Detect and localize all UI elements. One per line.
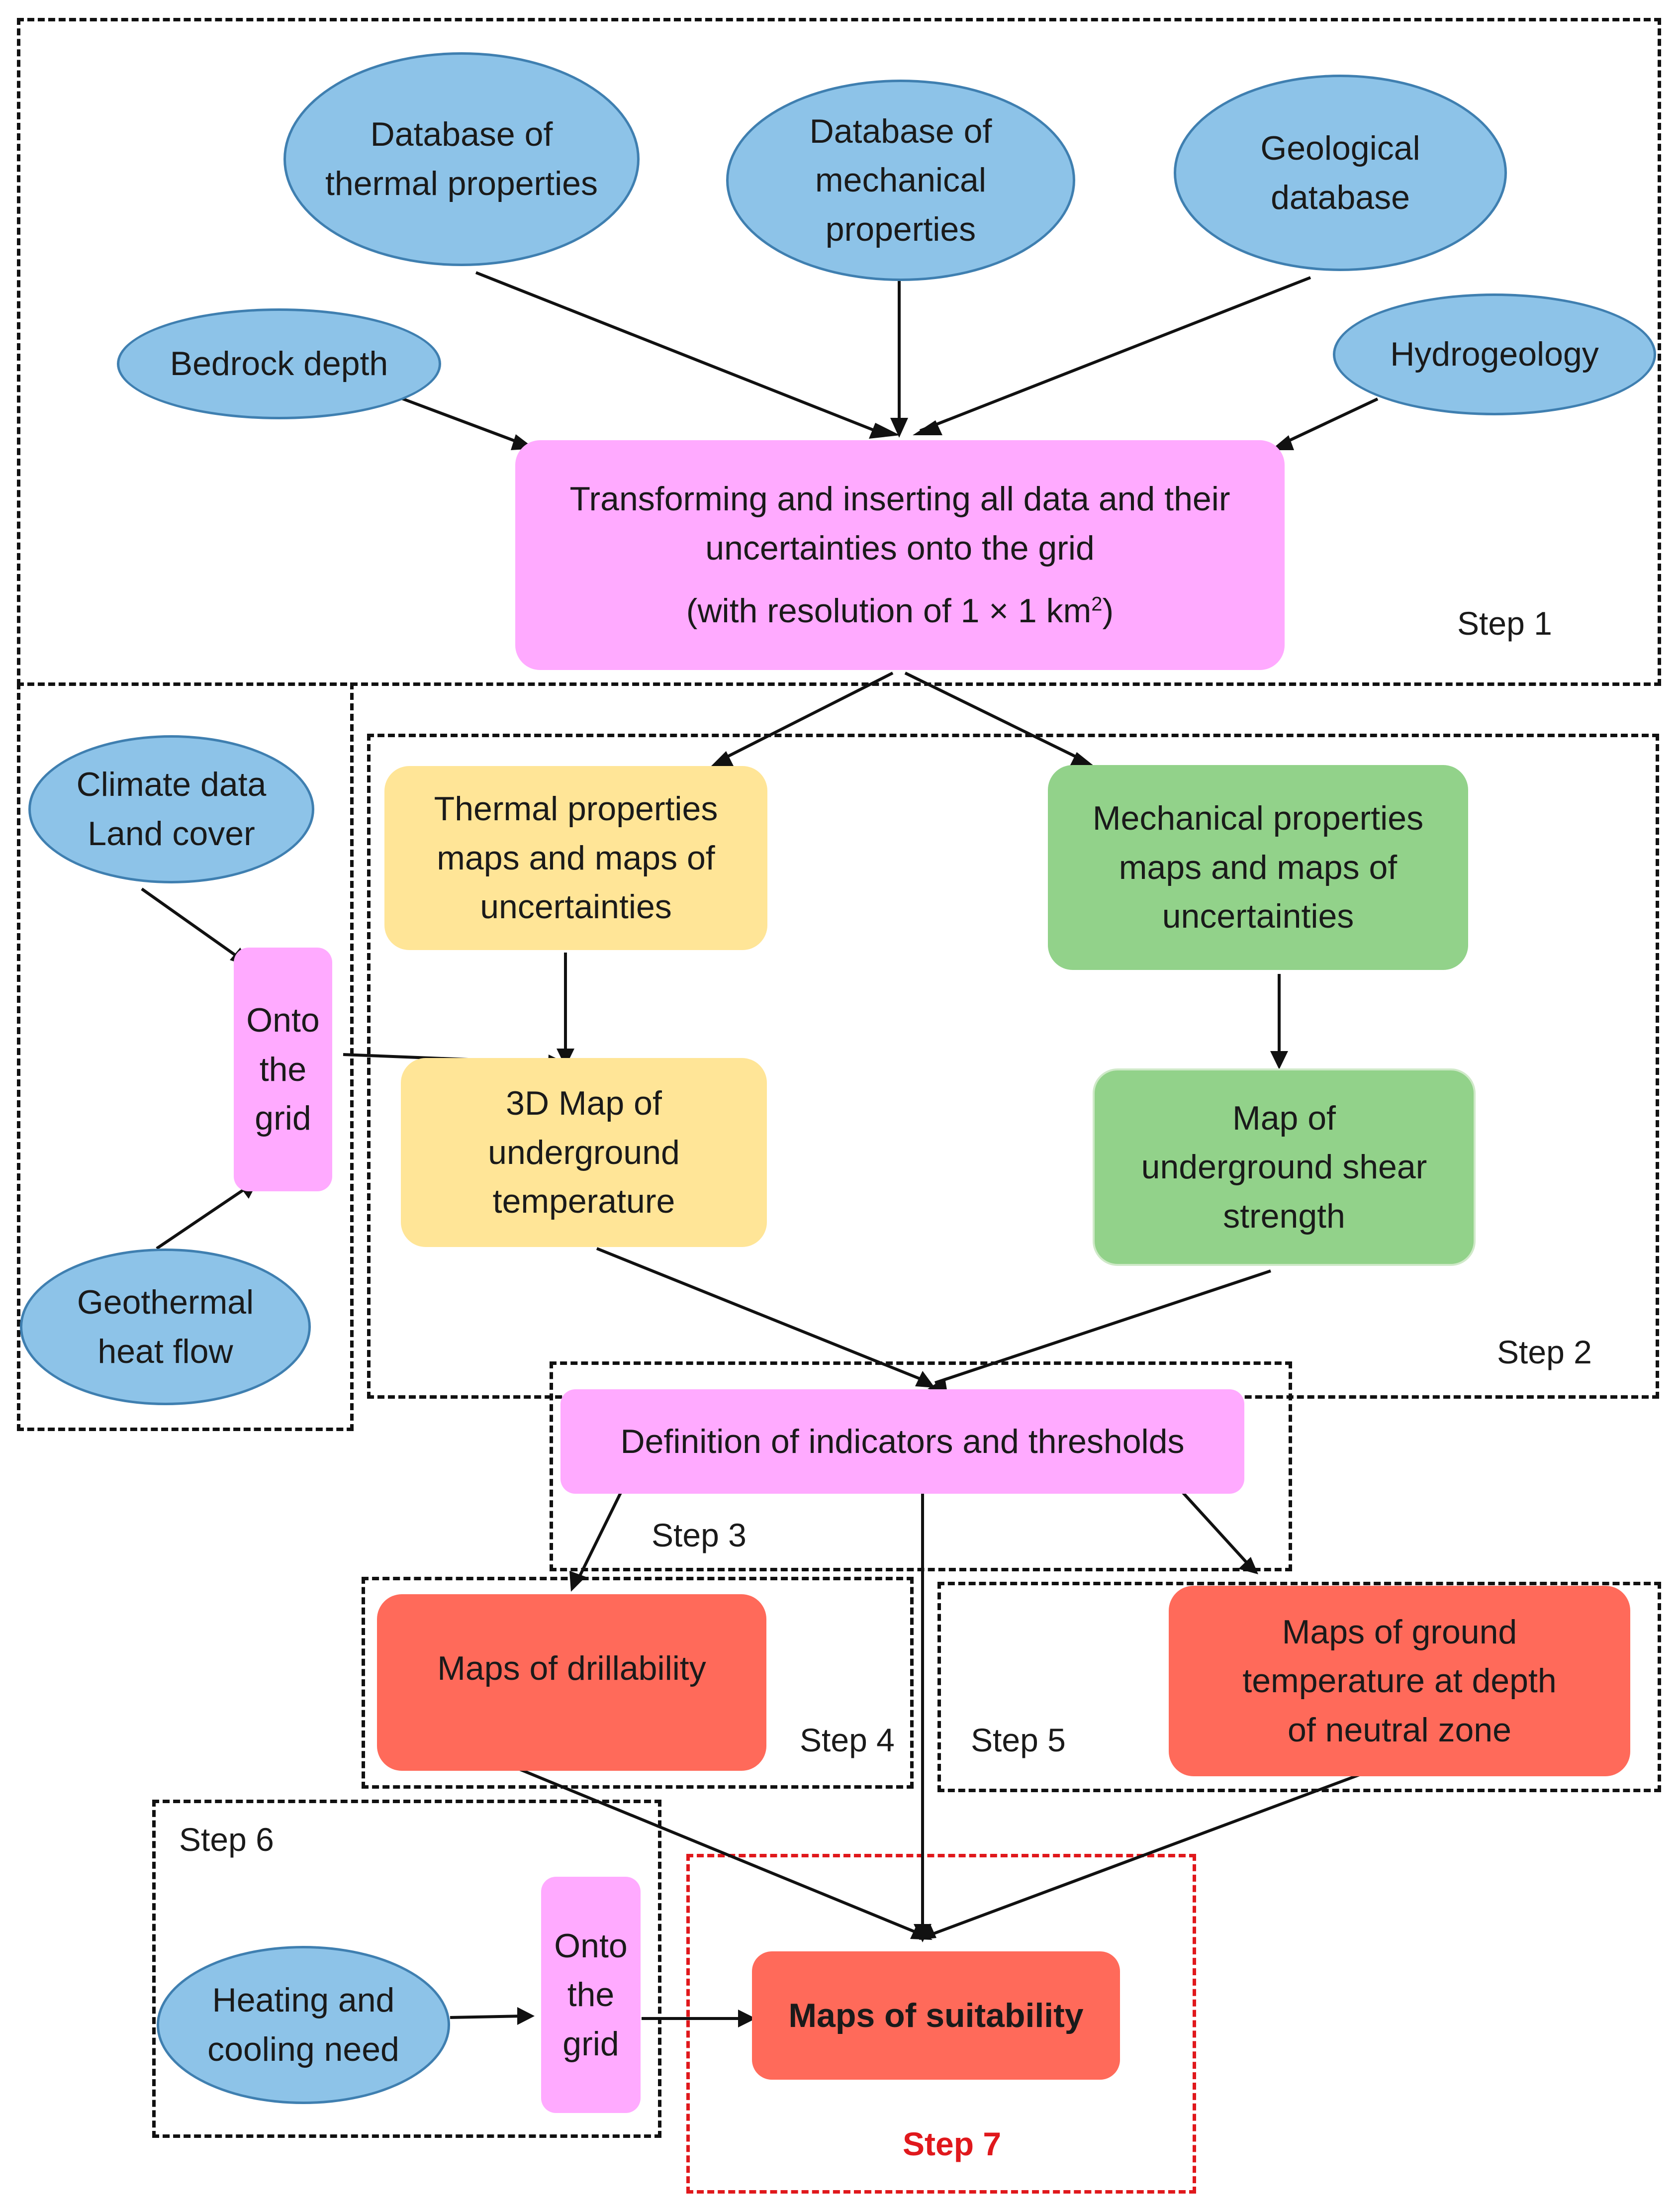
underground-temperature-3d-map: 3D Map of underground temperature <box>401 1058 767 1247</box>
underground-shear-strength-map: Map of underground shear strength <box>1093 1068 1476 1266</box>
onto-grid-bottom: Onto the grid <box>541 1877 641 2113</box>
transform-line-2: uncertainties onto the grid <box>705 529 1095 567</box>
step-5-label: Step 5 <box>971 1722 1066 1758</box>
thermal-properties-database: Database of thermal properties <box>283 52 640 266</box>
transform-resolution: (with resolution of 1 × 1 km <box>686 592 1092 630</box>
step-3-label: Step 3 <box>652 1517 747 1553</box>
transform-onto-grid-box: Transforming and inserting all data and … <box>515 440 1285 670</box>
step4-boundary <box>362 1577 914 1789</box>
onto-grid-left: Onto the grid <box>234 948 332 1191</box>
climate-area-boundary <box>17 682 354 1431</box>
bedrock-depth: Bedrock depth <box>117 308 441 419</box>
step7-boundary <box>686 1854 1196 2194</box>
step-2-label: Step 2 <box>1497 1334 1592 1370</box>
indicators-thresholds: Definition of indicators and thresholds <box>560 1389 1244 1494</box>
suitability-maps: Maps of suitability <box>752 1951 1120 2080</box>
step1-boundary <box>17 18 1661 686</box>
climate-landcover: Climate data Land cover <box>28 735 314 883</box>
hydrogeology: Hydrogeology <box>1333 293 1656 415</box>
step3-boundary <box>550 1361 1292 1571</box>
heating-cooling-need: Heating and cooling need <box>157 1946 450 2104</box>
transform-close-paren: ) <box>1102 592 1114 630</box>
mechanical-properties-maps: Mechanical properties maps and maps of u… <box>1048 765 1468 970</box>
step5-boundary <box>937 1582 1661 1792</box>
geothermal-heat-flow: Geothermal heat flow <box>20 1249 311 1405</box>
transform-superscript: 2 <box>1091 593 1103 615</box>
step-7-label: Step 7 <box>903 2125 1002 2162</box>
drillability-maps: Maps of drillability <box>377 1594 766 1771</box>
mechanical-properties-database: Database of mechanical properties <box>726 80 1075 281</box>
geological-database: Geological database <box>1174 75 1507 271</box>
ground-temperature-maps: Maps of ground temperature at depth of n… <box>1169 1586 1630 1776</box>
transform-line-1: Transforming and inserting all data and … <box>569 480 1230 518</box>
step-6-label: Step 6 <box>179 1821 274 1858</box>
step6-boundary <box>152 1800 661 2138</box>
thermal-properties-maps: Thermal properties maps and maps of unce… <box>384 766 767 950</box>
transform-line-3: (with resolution of 1 × 1 km2) <box>686 586 1114 636</box>
step-1-label: Step 1 <box>1457 605 1552 642</box>
step-4-label: Step 4 <box>800 1722 895 1758</box>
